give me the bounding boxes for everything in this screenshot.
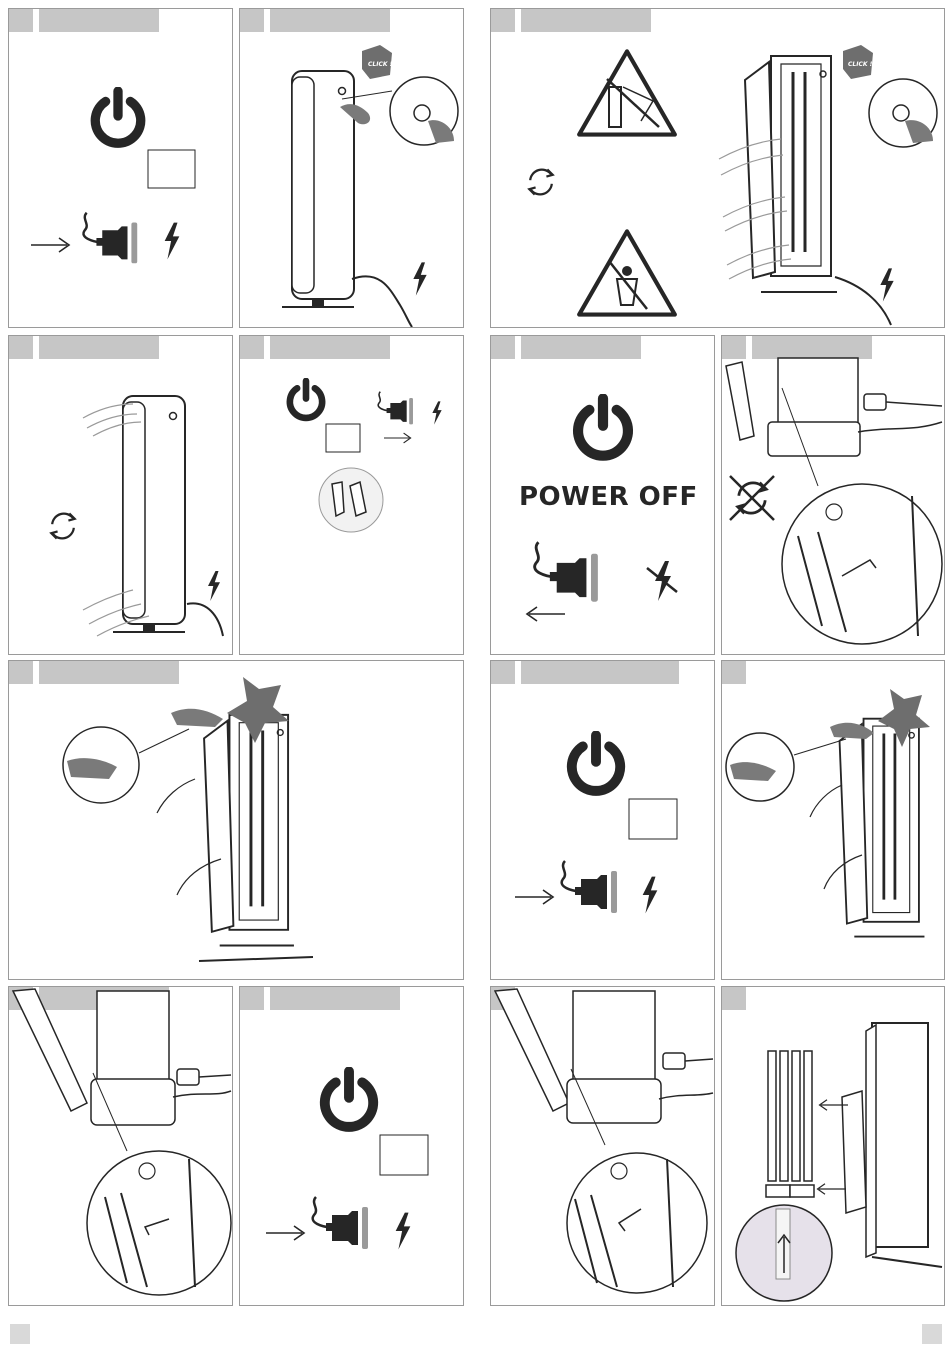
air-purifier-open-icon (745, 56, 837, 292)
step-illustration (240, 987, 464, 1306)
power-icon (325, 1071, 373, 1126)
step-panel-5 (239, 335, 464, 655)
svg-text:CLICK !: CLICK ! (368, 61, 393, 68)
gloves-icon (319, 468, 383, 532)
hand-icon (171, 709, 223, 727)
step-panel-8 (8, 660, 464, 980)
step-illustration (491, 987, 715, 1306)
step-panel-1 (8, 8, 233, 328)
step-panel-9 (490, 660, 715, 980)
step-panel-7 (721, 335, 945, 655)
lightning-bolt-icon (643, 877, 658, 914)
plug-icon (562, 861, 617, 913)
lightning-bolt-icon (396, 1213, 411, 1250)
arrow-left-icon (818, 1184, 847, 1195)
plug-icon (663, 1053, 685, 1069)
arrow-right-icon (31, 238, 69, 252)
lightning-bolt-icon (432, 401, 441, 424)
plug-icon (378, 392, 413, 425)
zoom-circle (567, 1153, 707, 1293)
step-illustration (491, 661, 715, 980)
step-panel-4 (8, 335, 233, 655)
step-panel-11 (8, 986, 233, 1306)
step-illustration (240, 336, 464, 655)
blank-box (380, 1135, 428, 1175)
plug-icon (83, 213, 137, 264)
plug-icon (535, 542, 598, 601)
power-off-label: POWER OFF (519, 482, 698, 512)
arrow-right-icon (266, 1226, 304, 1240)
step-illustration (722, 336, 945, 655)
lightning-bolt-icon (413, 262, 426, 295)
rotate-arrows-icon (529, 169, 552, 194)
step-panel-3: CLICK ! (490, 8, 945, 328)
air-purifier-body (573, 991, 655, 1087)
step-panel-2: CLICK ! (239, 8, 464, 328)
power-icon (578, 399, 628, 456)
step-illustration (9, 9, 233, 328)
step-panel-14 (721, 986, 945, 1306)
blank-box (629, 799, 677, 839)
step-illustration (9, 336, 233, 655)
step-panel-6: POWER OFF (490, 335, 715, 655)
power-icon (290, 381, 322, 418)
plug-icon (864, 394, 886, 410)
air-purifier-body (97, 991, 169, 1091)
step-illustration: CLICK ! (240, 9, 464, 328)
arrow-left-icon (527, 607, 565, 621)
arrow-right-icon (515, 890, 553, 904)
step-illustration: CLICK ! (491, 9, 945, 328)
step-panel-12 (239, 986, 464, 1306)
page-marker-right (922, 1324, 942, 1344)
power-icon (95, 91, 140, 143)
step-panel-13 (490, 986, 715, 1306)
blank-box (326, 424, 360, 452)
lightning-bolt-icon (208, 571, 220, 601)
power-icon (572, 735, 620, 790)
step-panel-10 (721, 660, 945, 980)
lightning-bolt-icon (880, 268, 893, 301)
no-rotate-icon (730, 476, 774, 520)
step-illustration (722, 661, 945, 980)
warning-triangle-icon (579, 51, 675, 134)
plug-icon (177, 1069, 199, 1085)
rotate-arrows-icon (51, 513, 74, 538)
blank-box (148, 150, 195, 188)
uv-lamp-icon (766, 1051, 814, 1197)
step-illustration (9, 661, 464, 980)
step-illustration (722, 987, 945, 1306)
svg-text:CLICK !: CLICK ! (848, 61, 873, 68)
air-purifier-open-icon (840, 719, 925, 937)
air-purifier-open-icon (204, 715, 294, 946)
plug-icon (313, 1197, 368, 1249)
step-illustration (9, 987, 233, 1306)
page-marker-left (10, 1324, 30, 1344)
air-purifier-icon (113, 396, 185, 632)
arrow-right-icon (384, 433, 411, 443)
lightning-bolt-icon (165, 223, 180, 260)
